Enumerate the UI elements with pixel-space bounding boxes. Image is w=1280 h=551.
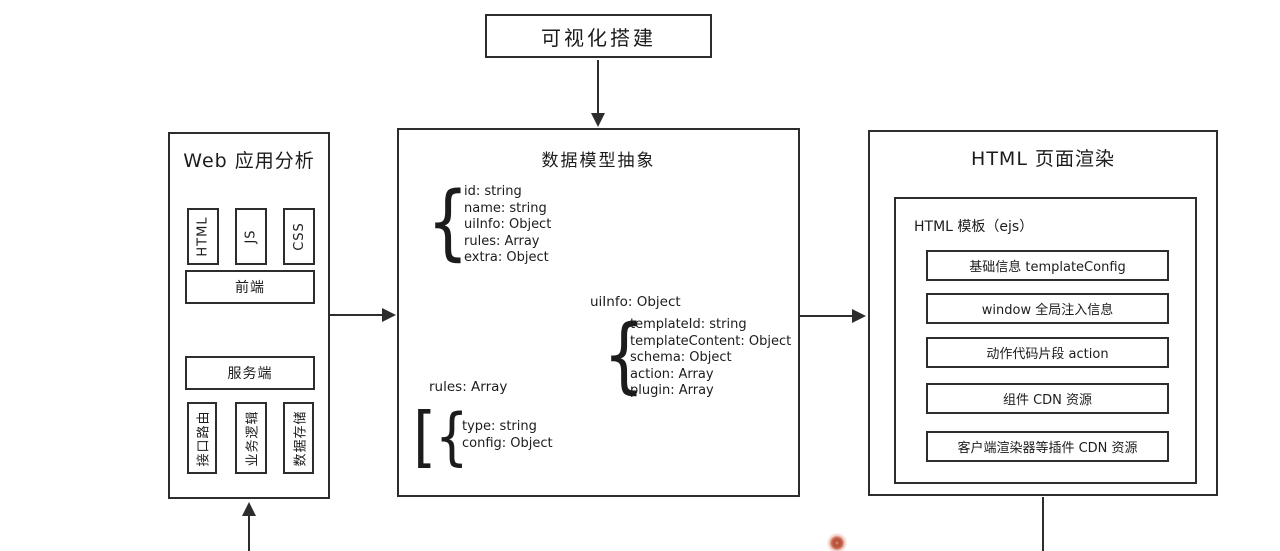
panel-data-model: 数据模型抽象 { id: string name: string uiInfo:… [397, 128, 800, 497]
render-item-label: 组件 CDN 资源 [1002, 393, 1093, 408]
tech-box-css-label: CSS [291, 222, 307, 251]
render-item-component-cdn: 组件 CDN 资源 [926, 383, 1169, 414]
tech-box-js-label: JS [243, 229, 259, 244]
node-data-storage-label: 数据存储 [293, 409, 309, 467]
uiinfo-fields: templateId: string templateContent: Obje… [630, 317, 791, 400]
panel-web-analysis: Web 应用分析 HTML JS CSS 前端 服务端 接口路由 业务逻辑 数据… [168, 132, 330, 499]
model-field: rules: Array [464, 233, 540, 249]
model-field: name: string [464, 200, 547, 216]
rules-item-brace: { [435, 400, 469, 473]
uiinfo-label: uiInfo: Object [590, 294, 681, 310]
render-item-window-inject: window 全局注入信息 [926, 293, 1169, 324]
node-frontend-label: 前端 [235, 280, 265, 296]
node-business-logic: 业务逻辑 [235, 402, 267, 474]
node-server-label: 服务端 [227, 366, 273, 382]
model-field: uiInfo: Object [464, 217, 552, 232]
model-field: type: string [462, 419, 537, 434]
render-item-template-config: 基础信息 templateConfig [926, 250, 1169, 281]
node-visual-build-label: 可视化搭建 [541, 25, 656, 50]
model-field: id: string [464, 184, 522, 199]
html-template-label: HTML 模板（ejs） [914, 219, 1034, 235]
laser-pointer-dot [827, 533, 847, 551]
panel-web-analysis-title: Web 应用分析 [183, 150, 315, 172]
model-field: schema: Object [630, 350, 732, 365]
rules-item-fields: type: string config: Object [462, 418, 553, 452]
panel-data-model-title: 数据模型抽象 [541, 151, 656, 171]
node-api-route: 接口路由 [187, 402, 217, 474]
panel-html-render: HTML 页面渲染 HTML 模板（ejs） 基础信息 templateConf… [868, 130, 1218, 496]
model-field: extra: Object [464, 250, 549, 265]
model-field: templateId: string [630, 317, 747, 332]
render-item-action-snippet: 动作代码片段 action [926, 337, 1169, 368]
uiinfo-fields-brace: { [603, 308, 645, 403]
tech-box-js: JS [235, 208, 267, 265]
model-field: plugin: Array [630, 383, 714, 398]
node-api-route-label: 接口路由 [196, 409, 212, 467]
html-template-box: HTML 模板（ejs） 基础信息 templateConfig window … [894, 197, 1197, 484]
render-item-label: 客户端渲染器等插件 CDN 资源 [957, 441, 1138, 456]
tech-box-html-label: HTML [195, 216, 211, 257]
node-visual-build: 可视化搭建 [485, 14, 712, 58]
panel-html-render-title: HTML 页面渲染 [971, 148, 1115, 170]
model-field: action: Array [630, 366, 714, 382]
node-server: 服务端 [185, 356, 315, 390]
root-fields: id: string name: string uiInfo: Object r… [464, 184, 551, 267]
model-field: config: Object [462, 436, 553, 451]
rules-label: rules: Array [429, 379, 508, 395]
tech-box-html: HTML [187, 208, 219, 265]
model-field: templateContent: Object [630, 333, 792, 349]
node-frontend: 前端 [185, 270, 315, 304]
node-business-logic-label: 业务逻辑 [245, 409, 261, 467]
render-item-label: window 全局注入信息 [981, 303, 1114, 318]
render-item-label: 基础信息 templateConfig [969, 260, 1126, 275]
render-item-client-renderer-cdn: 客户端渲染器等插件 CDN 资源 [926, 431, 1169, 462]
render-item-label: 动作代码片段 action [986, 347, 1109, 362]
node-data-storage: 数据存储 [283, 402, 314, 474]
rules-array-bracket: [ [413, 398, 437, 475]
tech-box-css: CSS [283, 208, 315, 265]
root-fields-brace: { [427, 175, 469, 270]
